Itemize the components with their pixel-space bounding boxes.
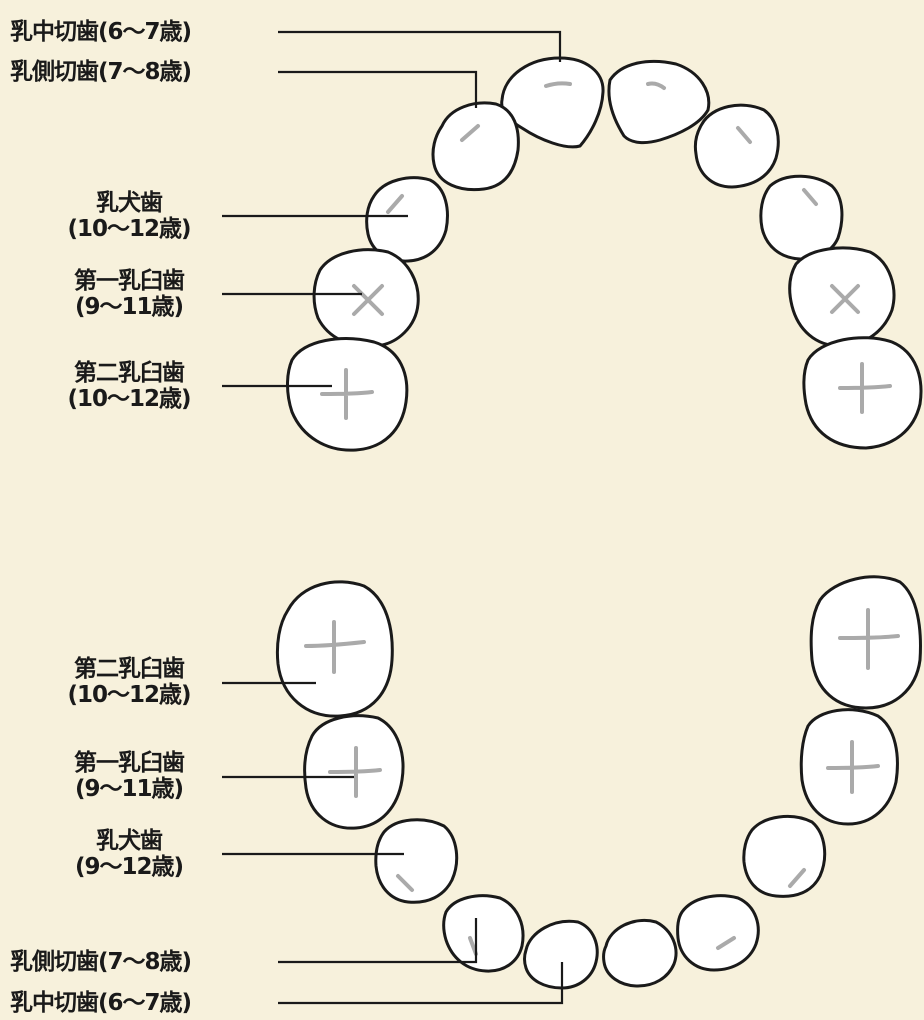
lower-right-canine (742, 815, 827, 898)
upper-right-canine (759, 174, 844, 261)
tooth-name: 乳側切歯 (10, 949, 99, 975)
cusp-plus-mark (826, 740, 880, 794)
eruption-age: (9〜11歳) (74, 776, 184, 802)
leader-lower-lateral (278, 918, 478, 964)
lower-lateral-incisor-label: 乳側切歯(7〜8歳) (10, 949, 192, 975)
tooth-name: 乳中切歯 (10, 19, 99, 45)
eruption-age: (7〜8歳) (98, 949, 192, 975)
tooth-name: 第一乳臼歯 (74, 750, 185, 776)
lower-right-second-molar (809, 575, 922, 710)
cusp-plus-mark (838, 608, 900, 670)
tooth-name: 第二乳臼歯 (74, 360, 185, 386)
incisal-mark (736, 126, 752, 144)
incisal-mark (396, 874, 414, 892)
eruption-age: (6〜7歳) (98, 19, 192, 45)
leader-upper-central (278, 30, 562, 62)
cusp-x-mark (830, 284, 860, 314)
incisal-mark (386, 194, 404, 214)
lower-left-central-incisor (523, 919, 599, 990)
leader-upper-lateral (278, 70, 478, 108)
lower-left-canine (374, 818, 459, 904)
incisal-mark (802, 188, 818, 206)
lower-arch (275, 575, 922, 990)
cusp-x-mark (352, 284, 384, 316)
leader-lower-central (278, 962, 564, 1005)
tooth-name: 乳中切歯 (10, 990, 99, 1016)
incisal-mark (716, 936, 736, 950)
cusp-plus-mark (838, 362, 892, 414)
lower-right-central-incisor (602, 919, 678, 988)
tooth-name: 第二乳臼歯 (74, 656, 185, 682)
lower-left-lateral-incisor (442, 894, 525, 973)
upper-right-central-incisor (607, 59, 711, 145)
upper-second-molar-label: 第二乳臼歯 (10〜12歳) (40, 360, 218, 412)
upper-left-central-incisor (500, 56, 605, 149)
cusp-plus-mark (320, 368, 374, 420)
upper-central-incisor-label: 乳中切歯(6〜7歳) (10, 19, 192, 45)
eruption-age: (10〜12歳) (67, 386, 191, 412)
eruption-age: (10〜12歳) (67, 682, 191, 708)
incisal-mark (460, 124, 480, 142)
upper-left-lateral-incisor (431, 101, 520, 192)
tooth-name: 乳犬歯 (96, 828, 163, 854)
lower-central-incisor-label: 乳中切歯(6〜7歳) (10, 990, 192, 1016)
upper-left-canine (365, 176, 449, 263)
lower-second-molar-label: 第二乳臼歯 (10〜12歳) (40, 656, 218, 708)
eruption-age: (7〜8歳) (98, 59, 192, 85)
tooth-name: 乳犬歯 (96, 190, 163, 216)
lower-first-molar-label: 第一乳臼歯 (9〜11歳) (40, 750, 218, 802)
eruption-age: (10〜12歳) (67, 216, 191, 242)
upper-canine-label: 乳犬歯 (10〜12歳) (40, 190, 218, 242)
leader-lines (222, 30, 564, 1005)
lower-canine-label: 乳犬歯 (9〜12歳) (40, 828, 218, 880)
eruption-age: (6〜7歳) (98, 990, 192, 1016)
tooth-name: 第一乳臼歯 (74, 268, 185, 294)
eruption-age: (9〜12歳) (74, 854, 184, 880)
cusp-plus-mark (328, 746, 382, 798)
cusp-plus-mark (304, 620, 366, 674)
incisal-mark (788, 868, 806, 888)
eruption-age: (9〜11歳) (74, 294, 184, 320)
incisal-mark (646, 81, 666, 90)
incisal-mark (544, 81, 572, 88)
upper-right-lateral-incisor (693, 103, 780, 189)
tooth-markings (304, 81, 900, 956)
upper-arch (286, 56, 923, 452)
tooth-name: 乳側切歯 (10, 59, 99, 85)
upper-first-molar-label: 第一乳臼歯 (9〜11歳) (40, 268, 218, 320)
upper-lateral-incisor-label: 乳側切歯(7〜8歳) (10, 59, 192, 85)
lower-right-lateral-incisor (676, 894, 760, 972)
